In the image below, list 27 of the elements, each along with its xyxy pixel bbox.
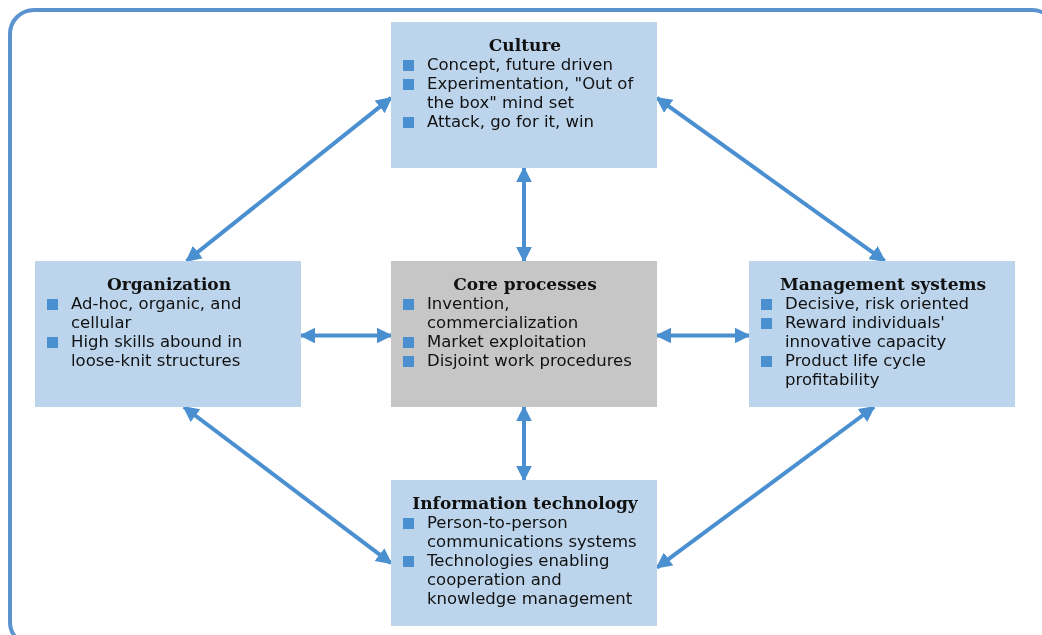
category-box <box>391 480 657 626</box>
core-box <box>391 261 657 407</box>
box-heading: Information technology <box>411 494 639 513</box>
box-heading: Culture <box>487 36 563 55</box>
bullet-text: Invention, commercialization <box>427 293 579 332</box>
bullet-text: High skills abound in loose-knit structures <box>71 331 243 370</box>
bullet-text: Technologies enabling cooperation and knowledge management <box>427 550 633 608</box>
category-box <box>749 261 1015 407</box>
bullet-text: Person-to-person communications systems <box>427 512 637 551</box>
category-box <box>35 261 301 407</box>
bullet-text: Product life cycle profitability <box>785 350 926 389</box>
box-heading: Core processes <box>452 275 598 294</box>
double-arrow <box>182 405 393 565</box>
bullet-text: Experimentation, "Out of the box" mind set <box>427 73 634 112</box>
double-arrow <box>516 405 532 482</box>
bullet-text: Decisive, risk oriented <box>785 293 970 313</box>
category-box <box>391 22 657 168</box>
box-heading: Management systems <box>778 275 988 294</box>
double-arrow <box>185 96 393 263</box>
double-arrow <box>516 166 532 263</box>
bullet-text: Concept, future driven <box>427 54 613 74</box>
bullet-text: Reward individuals' innovative capacity <box>785 312 947 351</box>
bullet-text: Attack, go for it, win <box>427 111 594 131</box>
bullet-text: Disjoint work procedures <box>427 350 632 370</box>
bullet-text: Ad-hoc, organic, and cellular <box>71 293 242 332</box>
box-heading: Organization <box>105 275 233 294</box>
bullet-text: Market exploitation <box>427 331 587 351</box>
